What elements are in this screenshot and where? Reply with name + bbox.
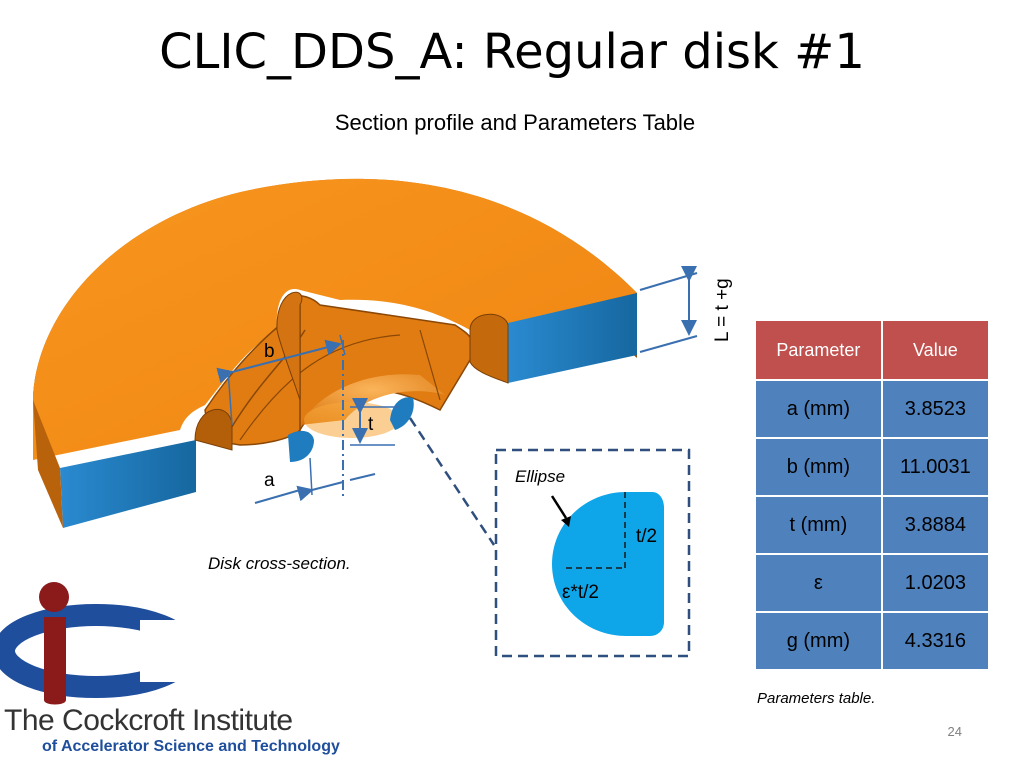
parameters-table: Parameter Value a (mm) 3.8523 b (mm) 11.… xyxy=(754,319,991,671)
table-row: t (mm) 3.8884 xyxy=(754,495,991,555)
param-value: 11.0031 xyxy=(880,437,991,497)
param-value: 3.8523 xyxy=(880,379,991,439)
param-name: t (mm) xyxy=(754,495,883,555)
logo-name: The Cockcroft Institute xyxy=(4,704,293,737)
inset-ellipse-label: Ellipse xyxy=(515,467,565,486)
page-number: 24 xyxy=(947,724,962,739)
param-value: 1.0203 xyxy=(880,553,991,613)
param-name: b (mm) xyxy=(754,437,883,497)
param-value: 4.3316 xyxy=(880,611,991,671)
label-b: b xyxy=(264,341,275,362)
disk-top-face xyxy=(33,178,637,461)
table-header: Value xyxy=(880,319,991,381)
cockcroft-logo-icon xyxy=(0,582,200,705)
param-name: ε xyxy=(754,553,883,613)
param-name: g (mm) xyxy=(754,611,883,671)
iris-profile xyxy=(552,492,664,636)
cut-face-left xyxy=(60,440,196,528)
cut-face-right xyxy=(508,293,637,383)
table-header-row: Parameter Value xyxy=(754,319,991,381)
slide-title: CLIC_DDS_A: Regular disk #1 xyxy=(159,24,865,80)
table-row: g (mm) 4.3316 xyxy=(754,611,991,671)
param-name: a (mm) xyxy=(754,379,883,439)
disk-caption: Disk cross-section. xyxy=(208,554,351,573)
label-length: L = t +g xyxy=(712,278,733,342)
table-header: Parameter xyxy=(754,319,883,381)
label-a: a xyxy=(264,470,275,491)
table-row: b (mm) 11.0031 xyxy=(754,437,991,497)
table-row: a (mm) 3.8523 xyxy=(754,379,991,439)
table-caption: Parameters table. xyxy=(757,690,876,707)
iris-section-right xyxy=(390,397,414,430)
inset-half-t: t/2 xyxy=(636,526,657,547)
param-value: 3.8884 xyxy=(880,495,991,555)
iris-section-left xyxy=(288,430,314,462)
inset-eps-half-t: ε*t/2 xyxy=(562,582,599,603)
table-row: ε 1.0203 xyxy=(754,553,991,613)
logo-tagline: of Accelerator Science and Technology xyxy=(42,738,340,755)
label-t: t xyxy=(368,414,374,435)
slide-subtitle: Section profile and Parameters Table xyxy=(334,110,696,135)
